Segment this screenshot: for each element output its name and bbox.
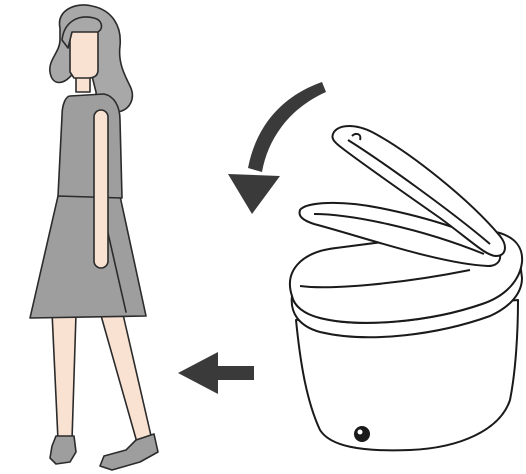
back-leg <box>52 312 76 440</box>
arrow-left-icon <box>178 352 254 394</box>
skirt <box>30 196 146 318</box>
front-leg <box>100 310 152 446</box>
arm <box>94 110 108 268</box>
smart-toilet-icon <box>290 126 522 450</box>
front-shoe <box>100 434 158 470</box>
curved-arrow-down-icon <box>228 82 326 214</box>
sensor-highlight <box>358 430 363 435</box>
sensor-icon <box>354 426 370 442</box>
face <box>70 30 98 78</box>
walking-woman-icon <box>30 5 158 470</box>
back-shoe <box>50 436 76 464</box>
top <box>58 94 122 198</box>
